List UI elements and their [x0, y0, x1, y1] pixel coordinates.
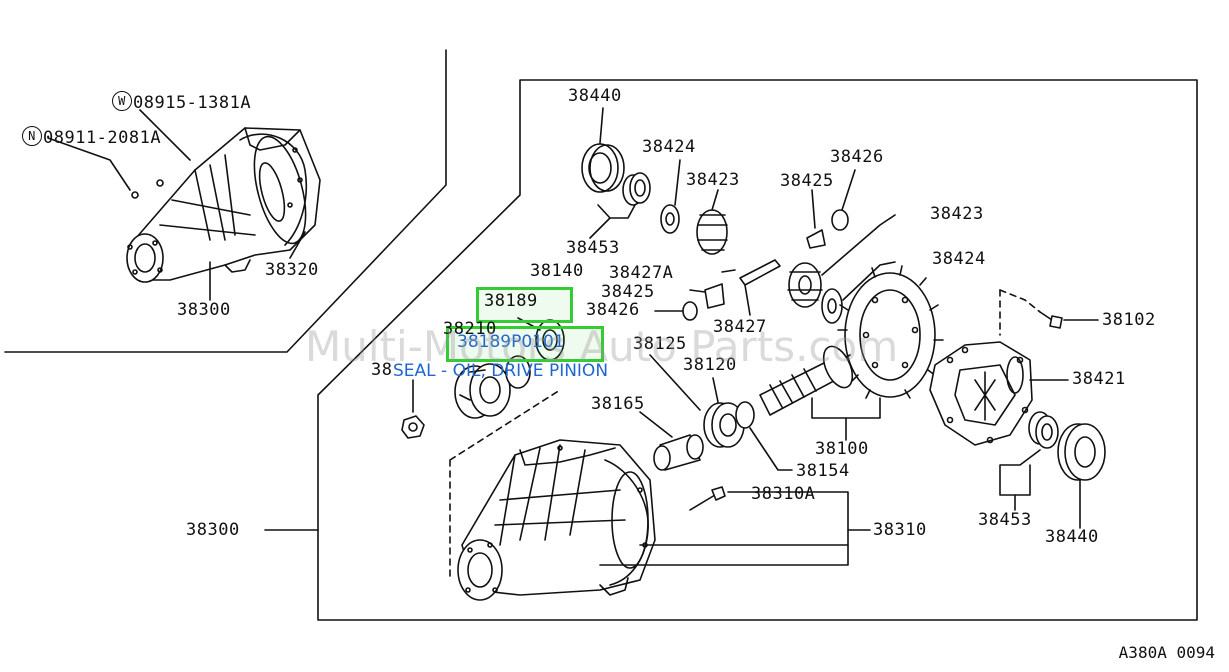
- callout-38453-left[interactable]: 38453: [566, 238, 620, 258]
- pinion-shaft-38427: [721, 259, 781, 316]
- bearing-38440-right: [1057, 423, 1106, 529]
- callout-38125[interactable]: 38125: [633, 334, 687, 354]
- callout-38421[interactable]: 38421: [1072, 369, 1126, 389]
- highlight-part-number[interactable]: 38189P0101: [457, 332, 565, 352]
- callout-38310[interactable]: 38310: [873, 520, 927, 540]
- collapsible-spacer-38165: [639, 411, 704, 471]
- pinion-gear-38425-lower: [689, 283, 725, 309]
- callout-38120[interactable]: 38120: [683, 355, 737, 375]
- callout-38100[interactable]: 38100: [815, 439, 869, 459]
- drawing-code: A380A 0094: [1118, 643, 1215, 662]
- bearing-38440-left: [581, 107, 625, 193]
- callout-38426-lower[interactable]: 38426: [586, 300, 640, 320]
- main-frame: [317, 79, 1198, 621]
- callout-38154[interactable]: 38154: [796, 461, 850, 481]
- spacer-38154: [735, 401, 793, 471]
- inset-border: [4, 49, 447, 353]
- callout-38210[interactable]: 38210: [443, 319, 497, 339]
- callout-38424-right[interactable]: 38424: [932, 249, 986, 269]
- highlight-ref-number[interactable]: 38189: [484, 291, 538, 311]
- callout-38300-main[interactable]: 38300: [186, 520, 240, 540]
- washer-38426-lower: [654, 301, 698, 321]
- callout-38426-top[interactable]: 38426: [830, 147, 884, 167]
- side-gear-38423-right: [787, 214, 896, 308]
- pinion-nut: [401, 379, 425, 439]
- callout-38-partial[interactable]: 38: [371, 360, 393, 380]
- drive-pinion-38100: [759, 345, 854, 416]
- callout-38427a[interactable]: 38427A: [609, 263, 674, 283]
- shim-38453-left: [589, 172, 651, 239]
- callout-38427[interactable]: 38427: [713, 317, 767, 337]
- nut-symbol-icon: N: [22, 126, 42, 146]
- ring-gear-38100: [811, 265, 944, 441]
- highlight-part-description[interactable]: SEAL - OIL, DRIVE PINION: [393, 361, 609, 381]
- washer-symbol-icon: W: [112, 91, 132, 111]
- bolt-38310a: [599, 486, 871, 566]
- callout-38423-top[interactable]: 38423: [686, 170, 740, 190]
- washer-38424-top: [660, 159, 681, 234]
- callout-38423-right[interactable]: 38423: [930, 204, 984, 224]
- callout-38453-right[interactable]: 38453: [978, 510, 1032, 530]
- bolt-38102: [1039, 311, 1099, 329]
- callout-38300-inset[interactable]: 38300: [177, 300, 231, 320]
- shim-38453-right: [999, 411, 1059, 511]
- callout-38425-top[interactable]: 38425: [780, 171, 834, 191]
- inset-axle-housing: [47, 109, 321, 301]
- companion-flange-38210: [454, 355, 531, 419]
- differential-case-38421: [929, 341, 1069, 446]
- highlight-ref-box[interactable]: [476, 287, 573, 323]
- pinion-gear-38425-top: [806, 189, 826, 249]
- callout-38165[interactable]: 38165: [591, 394, 645, 414]
- side-gear-38423-top: [696, 189, 728, 255]
- highlight-part-box[interactable]: [446, 326, 604, 362]
- callout-38425-lower[interactable]: 38425: [601, 282, 655, 302]
- washer-38426-top: [831, 169, 856, 231]
- callout-38102[interactable]: 38102: [1102, 310, 1156, 330]
- callout-38440-left[interactable]: 38440: [568, 86, 622, 106]
- callout-38320-inset[interactable]: 38320: [265, 260, 319, 280]
- callout-38140[interactable]: 38140: [530, 261, 584, 281]
- callout-38310a[interactable]: 38310A: [751, 484, 816, 504]
- callout-38424-top[interactable]: 38424: [642, 137, 696, 157]
- carrier-housing-38300: [264, 439, 656, 601]
- callout-38440-right[interactable]: 38440: [1045, 527, 1099, 547]
